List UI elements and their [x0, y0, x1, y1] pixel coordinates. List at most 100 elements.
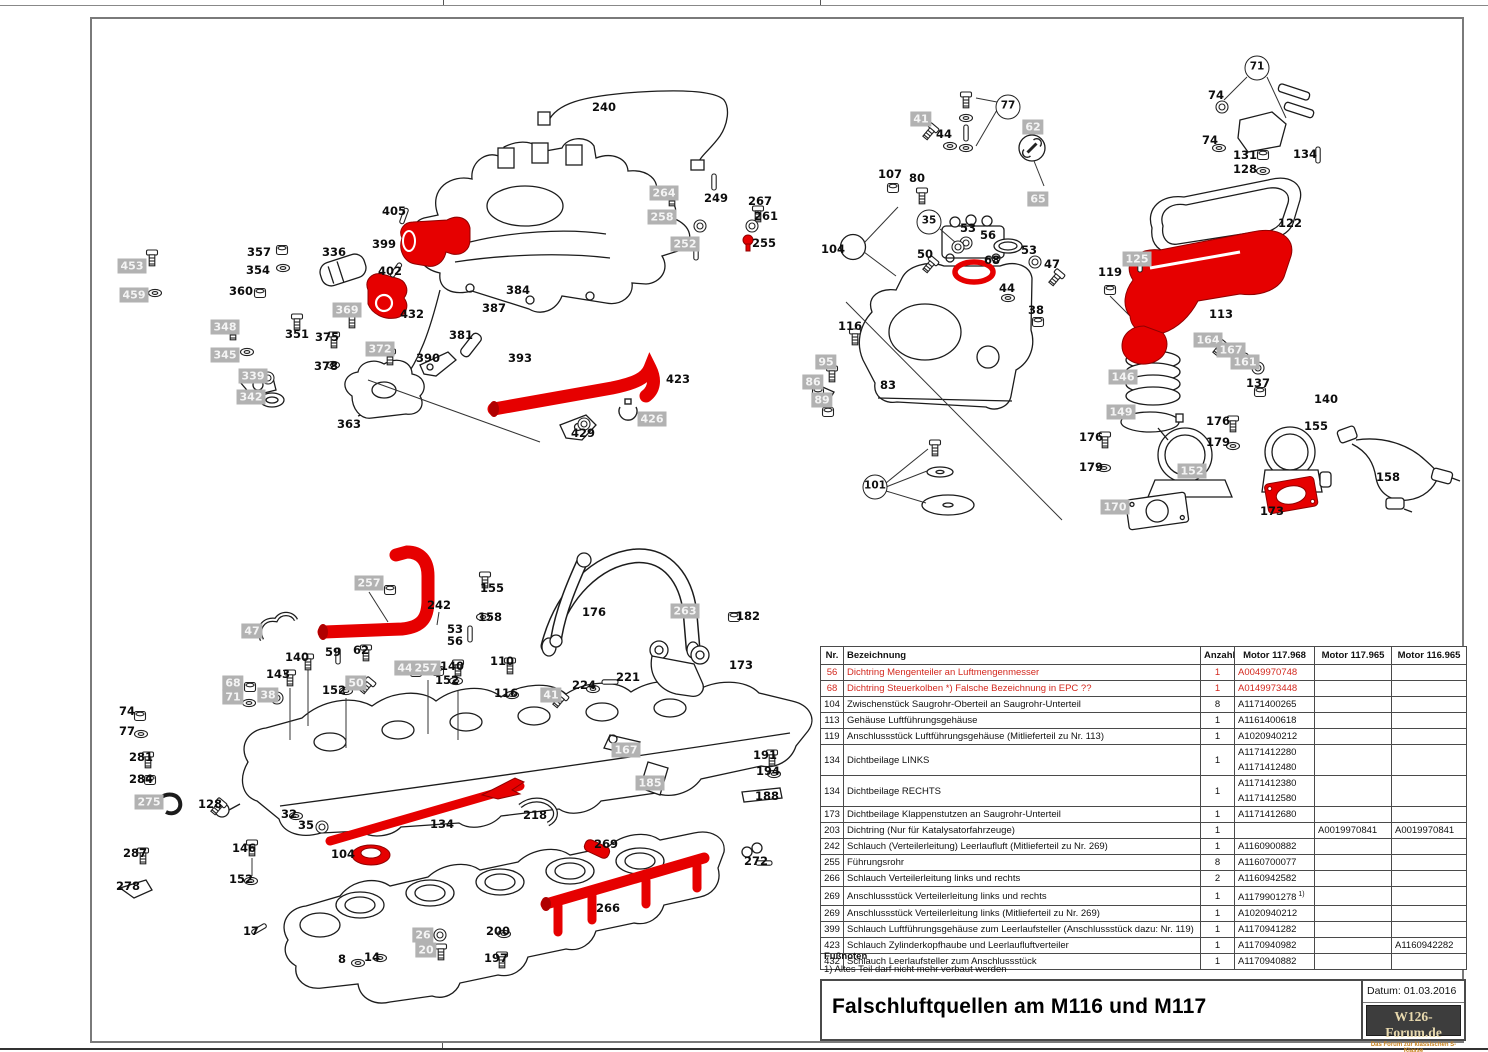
part-label-17: 17 — [242, 924, 260, 938]
part-label-152: 152 — [434, 673, 460, 687]
part-label-146: 146 — [1108, 369, 1138, 385]
washer-glyph — [1000, 293, 1016, 303]
part-label-35: 35 — [297, 818, 315, 832]
crop-tick — [820, 0, 821, 5]
part-label-50: 50 — [345, 675, 367, 691]
part-label-47: 47 — [1043, 257, 1061, 271]
ring-glyph — [951, 240, 965, 254]
footnotes: Fußnoten 1) Altes Teil darf nicht mehr v… — [824, 950, 1007, 976]
footnote-lines: 1) Altes Teil darf nicht mehr verbaut we… — [824, 963, 1007, 976]
table-cell: 68 — [820, 680, 844, 697]
table-cell — [1314, 921, 1392, 939]
washer-glyph — [942, 141, 958, 151]
title-block: Falschluftquellen am M116 und M117 Datum… — [820, 979, 1466, 1052]
part-label-107: 107 — [877, 167, 903, 181]
part-label-62: 62 — [1022, 119, 1044, 135]
part-label-423: 423 — [665, 372, 691, 386]
nut-glyph — [1031, 316, 1045, 328]
nut-glyph — [253, 287, 267, 299]
part-label-182: 182 — [735, 609, 761, 623]
part-label-59: 59 — [324, 645, 342, 659]
table-cell — [1391, 728, 1467, 745]
part-label-53: 53 — [446, 622, 464, 636]
washer-glyph — [958, 143, 974, 153]
table-cell: A1171400265 — [1234, 696, 1315, 713]
part-label-363: 363 — [336, 417, 362, 431]
page-title: Falschluftquellen am M116 und M117 — [832, 995, 1207, 1018]
column-header: Motor 117.965 — [1314, 646, 1392, 665]
part-label-38: 38 — [1027, 303, 1045, 317]
table-cell: 242 — [820, 838, 844, 855]
table-cell: 1 — [1200, 953, 1235, 971]
part-label-38: 38 — [257, 687, 279, 703]
part-label-266: 266 — [595, 901, 621, 915]
table-cell: A0149973448 — [1234, 680, 1315, 697]
part-label-95: 95 — [815, 354, 837, 370]
nut-glyph — [821, 406, 835, 418]
part-label-218: 218 — [522, 808, 548, 822]
part-label-357: 357 — [246, 245, 272, 259]
part-label-263: 263 — [670, 603, 700, 619]
part-label-158: 158 — [477, 610, 503, 624]
part-label-224: 224 — [571, 678, 597, 692]
part-label-459: 459 — [119, 287, 149, 303]
washer-glyph — [133, 729, 149, 739]
part-label-387: 387 — [481, 301, 507, 315]
part-label-74: 74 — [1201, 133, 1219, 147]
leader-lines — [251, 76, 1287, 876]
table-cell: 203 — [820, 822, 844, 839]
part-label-179: 179 — [1205, 435, 1231, 449]
part-label-20: 20 — [415, 942, 437, 958]
part-label-26: 26 — [412, 927, 434, 943]
table-cell — [1314, 664, 1392, 681]
column-header: Motor 117.968 — [1234, 646, 1315, 665]
part-label-53: 53 — [959, 221, 977, 235]
clamp-glyph — [618, 398, 638, 421]
part-label-185: 185 — [635, 775, 665, 791]
part-label-393: 393 — [507, 351, 533, 365]
part-label-375: 375 — [314, 330, 340, 344]
part-label-44: 44 — [394, 660, 416, 676]
table-cell — [1314, 744, 1392, 776]
table-cell: Dichtring (Nur für Katalysatorfahrzeuge) — [843, 822, 1201, 839]
bolt-glyph — [1046, 267, 1066, 289]
part-label-41: 41 — [910, 111, 932, 127]
part-label-200: 200 — [485, 924, 511, 938]
table-cell — [1391, 680, 1467, 697]
part-label-50: 50 — [916, 247, 934, 261]
part-label-44: 44 — [935, 127, 953, 141]
column-header: Nr. — [820, 646, 844, 665]
part-label-188: 188 — [754, 789, 780, 803]
crop-tick — [442, 1043, 443, 1048]
table-cell — [1314, 905, 1392, 923]
part-label-146: 146 — [231, 841, 257, 855]
part-label-240: 240 — [591, 100, 617, 114]
part-label-8: 8 — [337, 952, 347, 966]
part-label-131: 131 — [1232, 148, 1258, 162]
nut-glyph — [275, 244, 289, 256]
part-label-68: 68 — [222, 675, 244, 691]
logo-name: W126-Forum.de — [1385, 1009, 1442, 1040]
table-cell — [1314, 838, 1392, 855]
ring-glyph — [315, 820, 329, 834]
table-cell — [1391, 921, 1467, 939]
part-label-402: 402 — [377, 264, 403, 278]
ring-glyph — [433, 928, 447, 942]
part-label-354: 354 — [245, 263, 271, 277]
part-label-53: 53 — [1020, 243, 1038, 257]
part-label-128: 128 — [1232, 162, 1258, 176]
part-label-170: 170 — [1100, 499, 1130, 515]
part-label-351: 351 — [284, 327, 310, 341]
table-cell: A0049970748 — [1234, 664, 1315, 681]
table-cell: A1160942582 — [1234, 870, 1315, 887]
column-header: Motor 116.965 — [1391, 646, 1467, 665]
washer-glyph — [241, 698, 257, 708]
table-cell: 1 — [1200, 728, 1235, 745]
part-label-336: 336 — [321, 245, 347, 259]
part-label-56: 56 — [446, 634, 464, 648]
